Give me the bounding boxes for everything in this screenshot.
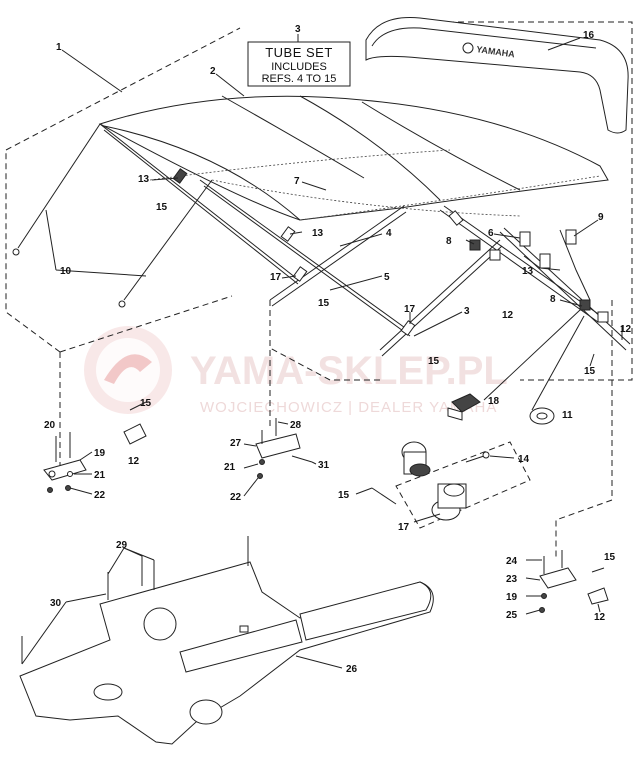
callout-5: 5 (384, 272, 390, 283)
callout-23: 23 (506, 574, 518, 585)
callout-10: 10 (60, 266, 72, 277)
floor-panel-part-26 (19, 561, 434, 745)
callout-26: 26 (346, 664, 358, 675)
tube-set-line2: REFS. 4 TO 15 (262, 73, 337, 85)
callout-15d: 15 (584, 366, 596, 377)
callout-3: 3 (295, 24, 301, 35)
callout-27: 27 (230, 438, 242, 449)
callout-31: 31 (318, 460, 330, 471)
hardware-cluster-right (539, 550, 609, 613)
callout-25: 25 (506, 610, 518, 621)
assembly-boundary (5, 21, 633, 381)
fitting-detail-parts (371, 441, 490, 521)
callout-2: 2 (210, 66, 216, 77)
callout-22b: 22 (230, 492, 242, 503)
frame-tubes (99, 123, 631, 357)
callout-16: 16 (583, 30, 595, 41)
callout-15e: 15 (140, 398, 152, 409)
callouts: 1 2 3 16 7 13 15 13 4 6 9 8 13 10 17 15 … (44, 24, 632, 675)
callout-4: 4 (386, 228, 392, 239)
callout-13c: 13 (522, 266, 534, 277)
callout-12c: 12 (128, 456, 140, 467)
callout-17b: 17 (404, 304, 416, 315)
hardware-cluster-mid (255, 418, 313, 479)
floor-screws (21, 536, 249, 664)
callout-9: 9 (598, 212, 604, 223)
callout-29: 29 (116, 540, 128, 551)
hardware-cluster-left (43, 401, 147, 493)
watermark-sub: WOJCIECHOWICZ | DEALER YAMAHA (200, 399, 497, 416)
yamaha-logo-icon (462, 42, 474, 54)
callout-13b: 13 (312, 228, 324, 239)
tube-set-title: TUBE SET (265, 45, 333, 60)
callout-24: 24 (506, 556, 518, 567)
clamp-part-18 (447, 393, 481, 421)
callout-12d: 12 (594, 612, 606, 623)
callout-15b: 15 (318, 298, 330, 309)
canopy-part (98, 95, 609, 221)
leader-lines (21, 34, 623, 669)
callout-21b: 21 (224, 462, 236, 473)
straps-part (12, 123, 213, 308)
callout-15c: 15 (428, 356, 440, 367)
tube-set-label-box: TUBE SET INCLUDES REFS. 4 TO 15 (247, 41, 351, 87)
callout-8a: 8 (446, 236, 452, 247)
watermark-main: YAMA-SKLEP.PL (190, 349, 508, 393)
callout-6: 6 (488, 228, 494, 239)
tube-set-line1: INCLUDES (271, 61, 327, 73)
watermark: YAMA-SKLEP.PL WOJCIECHOWICZ | DEALER YAM… (84, 326, 508, 416)
callout-20: 20 (44, 420, 56, 431)
ring-part-11 (529, 407, 555, 425)
callout-19a: 19 (94, 448, 106, 459)
callout-19b: 19 (506, 592, 518, 603)
callout-15a: 15 (156, 202, 168, 213)
callout-12b: 12 (620, 324, 632, 335)
callout-15f: 15 (338, 490, 350, 501)
callout-17a: 17 (270, 272, 282, 283)
boot-cover-part: YAMAHA (365, 16, 629, 134)
callout-12a: 12 (502, 310, 514, 321)
callout-7: 7 (294, 176, 300, 187)
callout-21a: 21 (94, 470, 106, 481)
callout-28: 28 (290, 420, 302, 431)
callout-18: 18 (488, 396, 500, 407)
callout-17c: 17 (398, 522, 410, 533)
callout-30: 30 (50, 598, 62, 609)
callout-15g: 15 (604, 552, 616, 563)
detail-box (395, 441, 531, 529)
callout-11: 11 (562, 410, 573, 421)
leader-dashed-right (555, 300, 613, 560)
callout-1: 1 (56, 42, 62, 53)
callout-14: 14 (518, 454, 530, 465)
callout-3b: 3 (464, 306, 470, 317)
callout-13a: 13 (138, 174, 150, 185)
callout-8b: 8 (550, 294, 556, 305)
callout-22a: 22 (94, 490, 106, 501)
